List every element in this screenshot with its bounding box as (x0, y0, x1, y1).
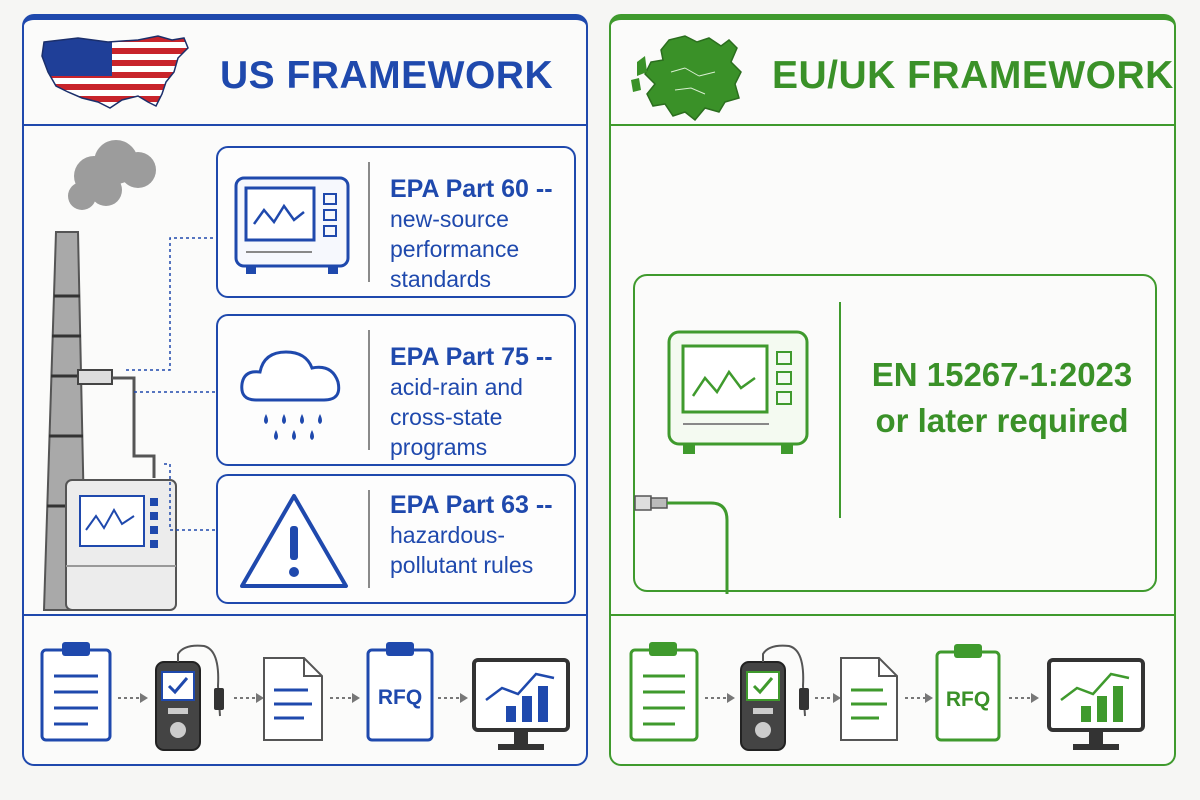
rule-code: EPA Part 60 -- (390, 175, 553, 203)
chart-monitor-icon (472, 658, 570, 750)
clipboard-icon (40, 642, 112, 742)
handheld-meter-icon (155, 644, 224, 751)
us-process-flow: RFQ (24, 616, 586, 764)
rule-code: EPA Part 63 -- (390, 491, 553, 519)
rule-card-divider (368, 490, 370, 588)
rule-card-divider (368, 330, 370, 450)
rfq-clipboard-icon (935, 644, 1001, 742)
arrow-icon (705, 693, 735, 703)
rule-description: new-source performance standards (390, 206, 520, 292)
us-map-flag-icon (41, 35, 189, 109)
eu-card-divider (839, 302, 841, 518)
document-icon (263, 657, 323, 741)
rfq-clipboard-icon (366, 642, 434, 742)
arrow-icon (905, 693, 933, 703)
us-flow-divider (24, 614, 586, 616)
monitor-analyzer-icon (234, 176, 350, 274)
us-framework-panel: US FRAMEWORK (22, 14, 588, 766)
rule-text-part-60: EPA Part 60 -- new-source performance st… (390, 174, 570, 294)
probe-cable-icon (634, 495, 729, 594)
eu-flow-divider (611, 614, 1174, 616)
smoke-cloud-icon (68, 140, 156, 210)
rule-card-divider (368, 162, 370, 282)
eu-requirement-text: EN 15267-1:2023 or later required (871, 356, 1133, 439)
rain-cloud-icon (240, 350, 341, 440)
us-flow-graphic (40, 642, 570, 751)
rfq-label: RFQ (377, 686, 423, 709)
document-icon (840, 657, 898, 741)
warning-triangle-icon (240, 494, 348, 588)
handheld-meter-icon (740, 644, 809, 751)
rule-card-part-63: EPA Part 63 -- hazardous-pollutant rules (216, 474, 576, 604)
us-panel-title: US FRAMEWORK (220, 54, 554, 97)
smokestack-illustration (42, 140, 216, 611)
eu-panel-header: EU/UK FRAMEWORK (611, 20, 1174, 126)
clipboard-icon (629, 642, 699, 742)
chart-monitor-icon (1047, 658, 1145, 750)
rule-description: acid-rain and cross-state programs (390, 374, 523, 460)
rule-description: hazardous-pollutant rules (390, 522, 534, 578)
monitor-analyzer-icon (667, 330, 809, 454)
arrow-icon (118, 693, 148, 703)
arrow-icon (815, 693, 841, 703)
eu-process-flow: RFQ (611, 616, 1174, 764)
rfq-label: RFQ (945, 688, 991, 711)
eu-map-icon (631, 35, 742, 122)
eu-requirement-card: EN 15267-1:2023 or later required (633, 274, 1157, 594)
eu-flow-graphic (629, 642, 1145, 751)
rule-card-part-60: EPA Part 60 -- new-source performance st… (216, 146, 576, 298)
rule-text-part-63: EPA Part 63 -- hazardous-pollutant rules (390, 490, 570, 580)
arrow-icon (330, 693, 360, 703)
us-panel-header: US FRAMEWORK (24, 20, 586, 126)
arrow-icon (234, 693, 264, 703)
rule-code: EPA Part 75 -- (390, 343, 553, 371)
arrow-icon (1009, 693, 1039, 703)
eu-framework-panel: EU/UK FRAMEWORK EN 15267-1:2023 or later… (609, 14, 1176, 766)
rule-card-part-75: EPA Part 75 -- acid-rain and cross-state… (216, 314, 576, 466)
eu-panel-title: EU/UK FRAMEWORK (772, 54, 1174, 97)
arrow-icon (438, 693, 468, 703)
rule-text-part-75: EPA Part 75 -- acid-rain and cross-state… (390, 342, 570, 462)
